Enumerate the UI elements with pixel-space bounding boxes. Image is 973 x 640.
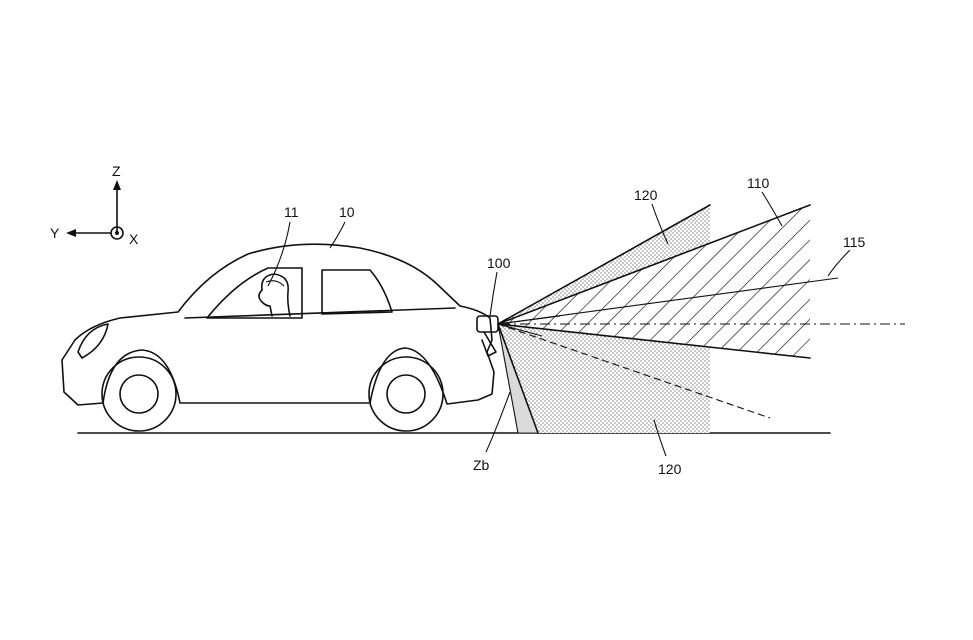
label-driver: 11 (284, 204, 299, 220)
label-lamp: 100 (487, 255, 511, 271)
label-lower-boundary: Zb (473, 457, 490, 473)
vehicle-10 (61, 243, 495, 432)
label-vehicle: 10 (339, 204, 355, 220)
coordinate-axes (66, 180, 124, 240)
lamp-100 (476, 315, 499, 357)
axis-z-label: Z (112, 163, 121, 179)
label-region-hatched: 110 (747, 175, 770, 191)
axis-y-label: Y (50, 225, 60, 241)
hatched-region-110 (498, 205, 810, 358)
leader-lines (267, 191, 851, 457)
label-region-upper: 120 (634, 187, 658, 203)
driver-11 (258, 273, 291, 317)
axis-x-label: X (129, 231, 139, 247)
label-region-lower: 120 (658, 461, 682, 477)
label-cutoff-line: 115 (843, 234, 866, 250)
beam-lines (497, 204, 905, 434)
